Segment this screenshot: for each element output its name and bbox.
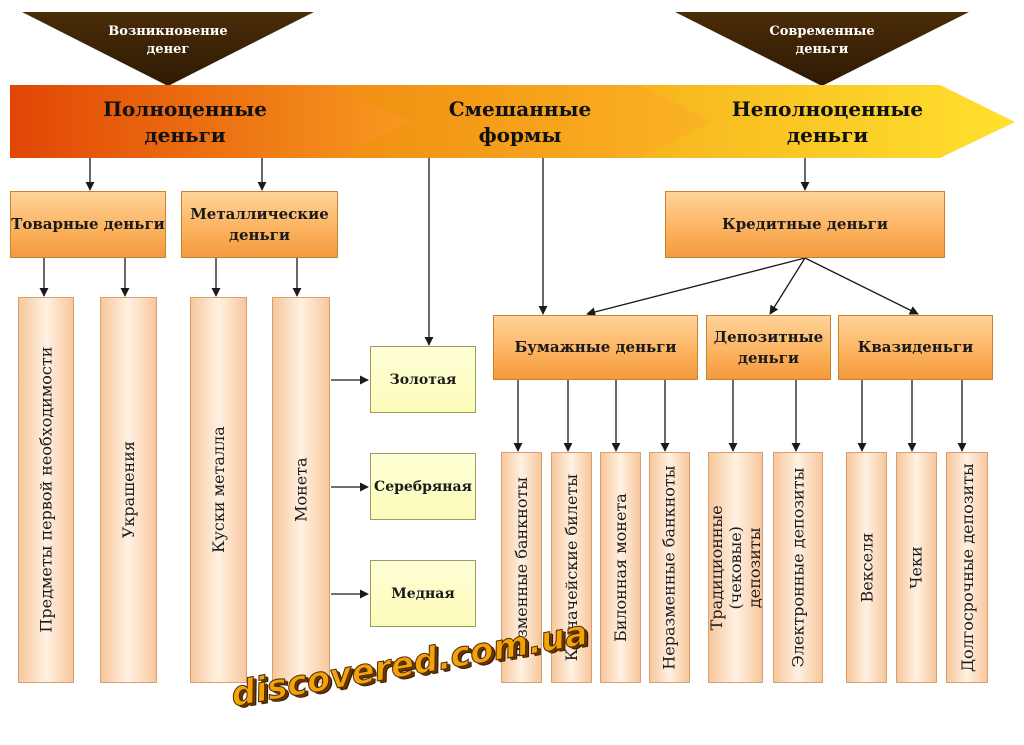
column-traditional-deposits-label: Традиционные (чековые) депозиты [706, 504, 765, 631]
column-long-term-deposits: Долгосрочные депозиты [946, 452, 988, 683]
stage-partial-label: Неполноценные деньги [731, 97, 924, 147]
origin-label: Возникновение денег [108, 24, 228, 57]
deposit-money: Депозитные деньги [706, 315, 831, 380]
commodity-money: Товарные деньги [10, 191, 166, 258]
column-necessities-label: Предметы первой необходимости [36, 347, 56, 633]
column-coin: Монета [272, 297, 330, 683]
column-jewelry: Украшения [100, 297, 157, 683]
band-mixed [312, 85, 712, 158]
column-bills-of-exchange: Векселя [846, 452, 887, 683]
column-metal-pieces-label: Куски металла [208, 426, 228, 554]
column-cheques-label: Чеки [906, 546, 926, 589]
origin-triangle [22, 12, 314, 86]
credit-money: Кредитные деньги [665, 191, 945, 258]
column-nonexchangeable-notes: Неразменные банкноты [649, 452, 690, 683]
column-exchangeable-notes: Разменные банкноты [501, 452, 542, 683]
column-jewelry-label: Украшения [118, 441, 138, 539]
band-full [10, 85, 410, 158]
column-nonexchangeable-notes-label: Неразменные банкноты [659, 465, 679, 670]
column-coin-label: Монета [291, 457, 311, 523]
paper-money: Бумажные деньги [493, 315, 698, 380]
column-billon-coin: Билонная монета [600, 452, 641, 683]
column-electronic-deposits-label: Электронные депозиты [788, 467, 808, 668]
column-traditional-deposits: Традиционные (чековые) депозиты [706, 452, 765, 683]
column-billon-coin-label: Билонная монета [610, 493, 630, 642]
stage-mixed-label: Смешанные формы [448, 97, 592, 147]
column-electronic-deposits: Электронные депозиты [773, 452, 823, 683]
band-partial [615, 85, 1015, 158]
coin-gold: Золотая [370, 346, 476, 413]
column-necessities: Предметы первой необходимости [18, 297, 74, 683]
connectors [39, 158, 967, 599]
column-cheques: Чеки [896, 452, 937, 683]
metal-money: Металлические деньги [181, 191, 338, 258]
column-long-term-deposits-label: Долгосрочные депозиты [957, 463, 977, 672]
column-metal-pieces: Куски металла [190, 297, 247, 683]
modern-triangle [675, 12, 969, 86]
column-bills-of-exchange-label: Векселя [856, 532, 876, 603]
column-treasury-bills: Казначейские билеты [551, 452, 592, 683]
coin-silver: Серебряная [370, 453, 476, 520]
modern-label: Современные деньги [769, 24, 875, 57]
stage-full-label: Полноценные деньги [103, 97, 267, 147]
coin-copper: Медная [370, 560, 476, 627]
quasi-money: Квазиденьги [838, 315, 993, 380]
